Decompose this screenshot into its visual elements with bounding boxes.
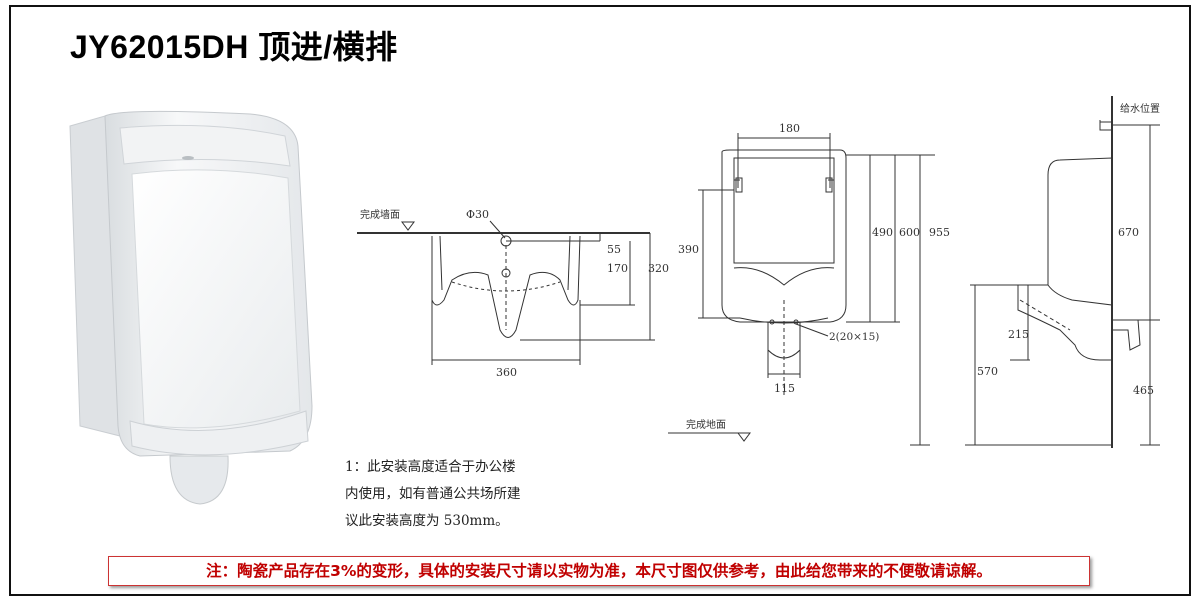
note-line: 议此安装高度为 530mm。 [345, 513, 509, 529]
dim-600: 600 [899, 226, 920, 239]
dim-170: 170 [607, 262, 628, 275]
floor-label: 完成地面 [686, 418, 726, 431]
dim-180: 180 [779, 122, 800, 135]
dim-215: 215 [1008, 328, 1029, 341]
dim-465: 465 [1133, 384, 1154, 397]
front-section-view: 完成墙面 Φ30 55 170 320 360 [357, 208, 669, 379]
installation-note: 1：此安装高度适合于办公楼 内使用，如有普通公共场所建 议此安装高度为 530m… [345, 454, 521, 535]
dim-955: 955 [929, 226, 950, 239]
dim-115: 115 [774, 382, 795, 395]
product-image [69, 110, 313, 505]
dim-55: 55 [607, 243, 621, 256]
dim-320: 320 [648, 262, 669, 275]
wall-label: 完成墙面 [360, 208, 400, 221]
front-elevation-view: 180 2(20×15) 115 390 490 [668, 122, 950, 446]
dim-490: 490 [872, 226, 893, 239]
dim-360: 360 [496, 366, 517, 379]
note-line: 内使用，如有普通公共场所建 [345, 486, 521, 502]
holes-label: 2(20×15) [829, 331, 879, 343]
dim-390: 390 [678, 243, 699, 256]
disclaimer-banner: 注：陶瓷产品存在3%的变形，具体的安装尺寸请以实物为准，本尺寸图仅供参考，由此给… [108, 556, 1090, 586]
note-line: 1：此安装高度适合于办公楼 [345, 459, 516, 475]
pipe-diameter-label: Φ30 [466, 208, 489, 221]
dim-670: 670 [1118, 226, 1139, 239]
product-title: JY62015DH 顶进/横排 [70, 29, 398, 65]
dim-570: 570 [977, 365, 998, 378]
side-view: 给水位置 215 670 570 465 [965, 96, 1160, 448]
supply-label: 给水位置 [1120, 102, 1160, 115]
